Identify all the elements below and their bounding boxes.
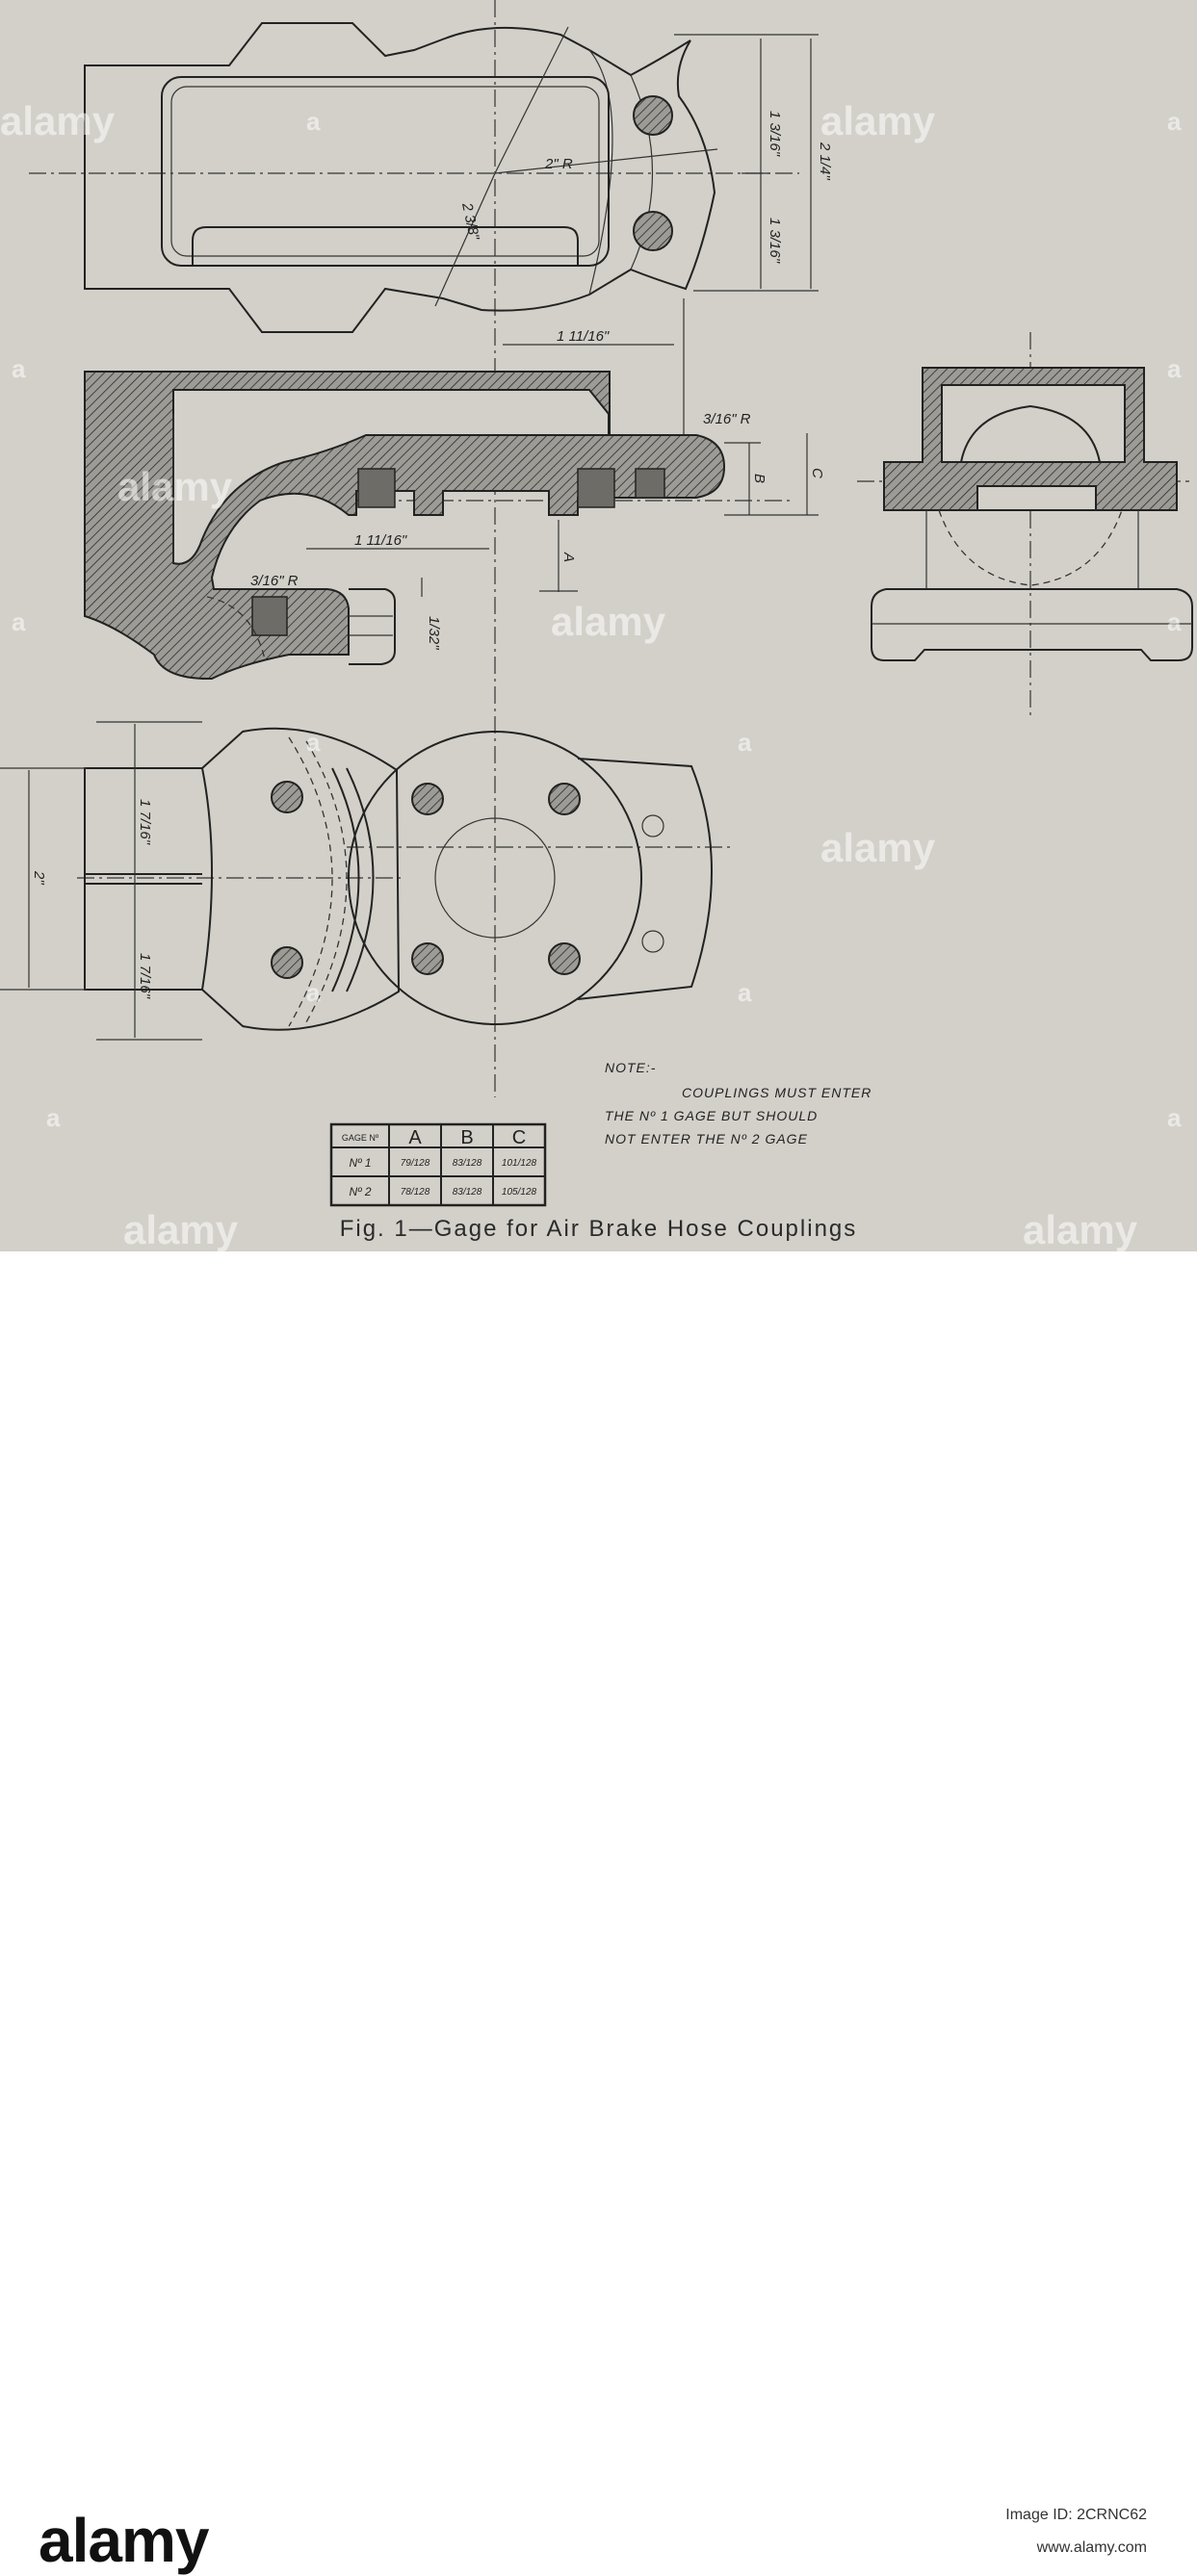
watermark-letter: a — [1167, 1103, 1182, 1132]
watermark-text: alamy — [0, 98, 116, 143]
watermark-letter: a — [46, 1103, 61, 1132]
plan-view — [0, 721, 732, 1041]
watermark-text: alamy — [1023, 1207, 1138, 1251]
watermark-letter: a — [12, 607, 26, 636]
table-row2-c: 105/128 — [502, 1187, 537, 1198]
table-header-b: B — [460, 1127, 473, 1148]
watermark-letter: a — [12, 354, 26, 383]
watermark-letter: a — [738, 978, 752, 1007]
watermark-text: alamy — [820, 98, 936, 143]
table-row1-label: Nº 1 — [349, 1156, 371, 1170]
table-row1-a: 79/128 — [401, 1158, 430, 1169]
dim-diameter: 2 3/8" — [458, 200, 482, 242]
note-line-3: NOT ENTER THE Nº 2 GAGE — [605, 1131, 808, 1146]
table-header-c: C — [512, 1127, 526, 1148]
site-url: www.alamy.com — [1036, 2539, 1147, 2556]
table-row1-b: 83/128 — [453, 1158, 482, 1169]
table-header-a: A — [408, 1127, 422, 1148]
dim-plan-bottom: 1 7/16" — [137, 953, 153, 999]
stock-footer: alamy Image ID: 2CRNC62 www.alamy.com — [0, 1251, 1197, 2575]
note-line-1: COUPLINGS MUST ENTER — [682, 1085, 872, 1100]
watermark-letter: a — [1167, 107, 1182, 136]
dim-gap: 1/32" — [426, 616, 442, 650]
note-title: NOTE:- — [605, 1060, 656, 1075]
dim-overall-width: 2 1/4" — [817, 142, 833, 180]
image-id: Image ID: 2CRNC62 — [1005, 2507, 1147, 2523]
alamy-logo: alamy — [39, 2506, 209, 2575]
gage-table: GAGE Nº A B C Nº 1 79/128 83/128 101/128… — [329, 1122, 547, 1207]
watermark-overlay: alamy alamy alamy alamy alamy alamy alam… — [0, 98, 1182, 1251]
watermark-letter: a — [306, 978, 321, 1007]
dim-ref-a: A — [560, 552, 577, 562]
drawing-sheet: 1 3/16" 1 3/16" 2 1/4" 2" R 2 3/8" 1 11/… — [0, 0, 1197, 1251]
dim-ref-c: C — [809, 468, 825, 478]
watermark-text: alamy — [551, 599, 666, 644]
watermark-letter: a — [306, 107, 321, 136]
watermark-letter: a — [1167, 607, 1182, 636]
dim-bottom-half: 1 3/16" — [767, 218, 783, 264]
watermark-letter: a — [1167, 354, 1182, 383]
watermark-letter: a — [738, 728, 752, 757]
watermark-text: alamy — [820, 825, 936, 870]
dim-ref-b: B — [751, 474, 768, 483]
watermark-letter: a — [306, 728, 321, 757]
dim-offset-low: 1 11/16" — [354, 532, 407, 549]
engineering-drawing: 1 3/16" 1 3/16" 2 1/4" 2" R 2 3/8" 1 11/… — [0, 0, 1193, 1251]
note-line-2: THE Nº 1 GAGE BUT SHOULD — [605, 1108, 818, 1123]
dim-offset-mid: 1 11/16" — [557, 328, 610, 345]
dim-small-radius-upper: 3/16" R — [703, 411, 751, 427]
end-view — [857, 332, 1193, 717]
table-row2-b: 83/128 — [453, 1187, 482, 1198]
dim-plan-overall: 2" — [31, 870, 47, 885]
table-row2-a: 78/128 — [401, 1187, 430, 1198]
section-view — [84, 344, 819, 681]
dim-top-half: 1 3/16" — [767, 111, 783, 157]
watermark-text: alamy — [123, 1207, 239, 1251]
table-row1-c: 101/128 — [502, 1158, 537, 1169]
table-header-gage: GAGE Nº — [342, 1133, 379, 1143]
drawing-note: NOTE:- COUPLINGS MUST ENTER THE Nº 1 GAG… — [605, 1060, 872, 1146]
table-row2-label: Nº 2 — [349, 1185, 371, 1198]
dim-radius-2: 2" R — [544, 156, 573, 172]
dim-small-radius-lower: 3/16" R — [250, 573, 299, 589]
figure-caption: Fig. 1—Gage for Air Brake Hose Couplings — [339, 1216, 858, 1242]
watermark-text: alamy — [117, 464, 233, 509]
dim-plan-top: 1 7/16" — [137, 799, 153, 845]
dimension-labels: 1 3/16" 1 3/16" 2 1/4" 2" R 2 3/8" 1 11/… — [31, 111, 833, 999]
